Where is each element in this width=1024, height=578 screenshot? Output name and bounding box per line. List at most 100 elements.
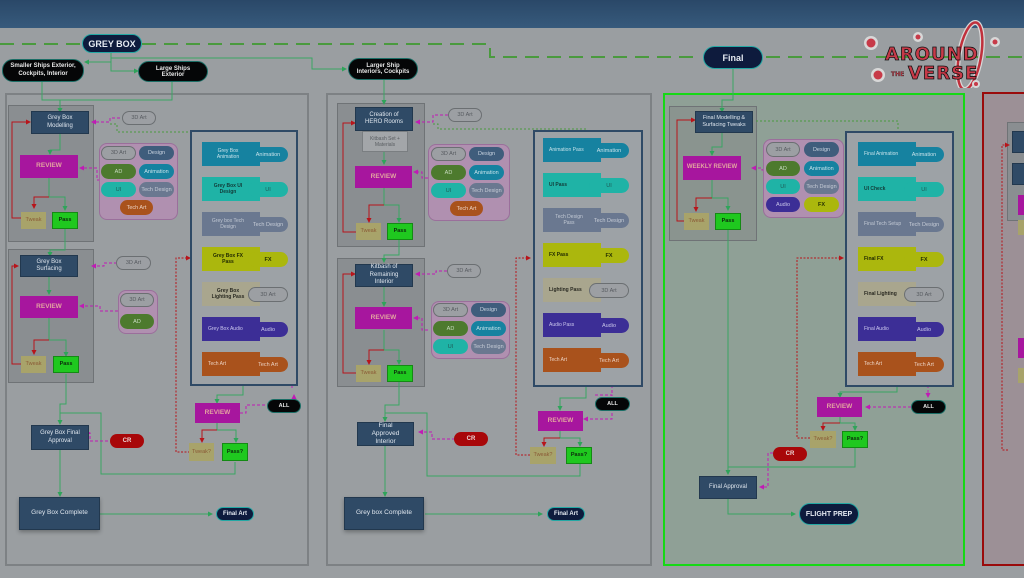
- final-approval-step[interactable]: Final Approval: [699, 476, 757, 499]
- final-art-node[interactable]: Final Art: [547, 507, 585, 521]
- pass-step[interactable]: Pass: [52, 212, 78, 229]
- reviewer-ad: AD: [433, 321, 468, 336]
- task-label: Grey Box Audio: [208, 325, 243, 332]
- next-stage-review[interactable]: [1018, 195, 1024, 215]
- tweak-question-step[interactable]: Tweak?: [810, 431, 836, 448]
- reviewer-tech-art: Tech Art: [120, 200, 153, 215]
- reviewer-design: Design: [469, 147, 504, 161]
- task-label: Final Audio: [864, 325, 889, 332]
- pass-step[interactable]: Pass: [715, 213, 741, 230]
- pass-step[interactable]: Pass: [387, 223, 413, 240]
- review-step[interactable]: REVIEW: [355, 166, 412, 188]
- greybox-complete-step[interactable]: Grey box Complete: [344, 497, 424, 530]
- reviewer-design: Design: [804, 142, 839, 157]
- reviewer-tech-design: Tech Design: [471, 339, 506, 354]
- tweak-step[interactable]: Tweak: [356, 223, 381, 240]
- pass-question-step[interactable]: Pass?: [222, 443, 248, 461]
- kitbash-set-materials-note: Kitbash Set + Materials: [362, 131, 408, 152]
- reviewer-3d-art: 3D Art: [101, 146, 136, 160]
- task-label: Grey box Tech Design: [211, 217, 245, 230]
- next-stage-step[interactable]: [1012, 131, 1024, 153]
- kitbash-remaining-step[interactable]: Kitbash of Remaining Interior: [355, 264, 413, 287]
- task-step[interactable]: Final FX: [858, 247, 916, 271]
- cr-node[interactable]: CR: [110, 434, 144, 448]
- reviewer-ui: UI: [433, 339, 468, 354]
- pass-step[interactable]: Pass: [53, 356, 79, 373]
- cr-node[interactable]: CR: [454, 432, 488, 446]
- task-owner-tag: FX: [904, 252, 944, 267]
- large-ships-track[interactable]: Large Ships Exterior: [138, 61, 208, 82]
- task-label: Grey Box Animation: [216, 147, 240, 160]
- all-reviewers-node[interactable]: ALL: [595, 397, 630, 411]
- reviewer-tech-design: Tech Design: [139, 182, 174, 197]
- reviewer-3d-art: 3D Art: [766, 142, 800, 157]
- task-owner-tag: Tech Design: [904, 217, 944, 232]
- tweak-question-step[interactable]: Tweak?: [189, 443, 214, 461]
- greybox-surfacing-step[interactable]: Grey Box Surfacing: [20, 255, 78, 277]
- reviewer-ui: UI: [431, 183, 466, 198]
- next-stage-review[interactable]: [1018, 338, 1024, 358]
- greybox-stage-node[interactable]: GREY BOX: [82, 34, 142, 53]
- reviewer-3d-art: 3D Art: [431, 147, 466, 161]
- reviewer-audio: Audio: [766, 197, 800, 212]
- greybox-final-approval-step[interactable]: Grey Box Final Approval: [31, 425, 89, 450]
- task-owner-tag: Tech Art: [589, 353, 629, 368]
- all-reviewers-node[interactable]: ALL: [911, 400, 946, 414]
- review-step[interactable]: REVIEW: [355, 307, 412, 329]
- owner-3d-art-tag: 3D Art: [116, 256, 151, 270]
- reviewer-ad: AD: [766, 161, 800, 176]
- reviewer-tech-design: Tech Design: [469, 183, 504, 198]
- reviewer-fx: FX: [804, 197, 839, 212]
- task-step[interactable]: Grey Box Animation: [202, 142, 260, 166]
- hero-rooms-step[interactable]: Creation of HERO Rooms: [355, 107, 413, 131]
- review-step[interactable]: REVIEW: [817, 397, 862, 417]
- review-step[interactable]: REVIEW: [20, 296, 78, 318]
- final-approved-interior-step[interactable]: Final Approved Interior: [357, 422, 414, 446]
- pass-step[interactable]: Pass: [387, 365, 413, 382]
- tweak-step[interactable]: Tweak: [356, 365, 381, 382]
- final-art-node[interactable]: Final Art: [216, 507, 254, 521]
- task-label: Audio Pass: [549, 321, 575, 328]
- logo-line-around: AROUND: [885, 44, 979, 65]
- task-step[interactable]: Tech Art: [202, 352, 260, 376]
- final-modelling-step[interactable]: Final Modelling & Surfacing Tweaks: [695, 111, 753, 133]
- task-label: Grey Box Lighting Pass: [211, 287, 245, 300]
- flight-prep-node[interactable]: FLIGHT PREP: [799, 503, 859, 525]
- task-owner-tag: FX: [589, 248, 629, 263]
- pass-question-step[interactable]: Pass?: [842, 431, 868, 448]
- task-label: Tech Art: [864, 360, 883, 367]
- tweak-step[interactable]: Tweak: [21, 356, 46, 373]
- task-label: Final Lighting: [864, 290, 897, 297]
- review-step[interactable]: REVIEW: [538, 411, 583, 431]
- owner-3d-art-tag: 3D Art: [122, 111, 156, 125]
- all-reviewers-node[interactable]: ALL: [267, 399, 301, 413]
- reviewer-tech-art: Tech Art: [450, 201, 483, 216]
- pass-question-step[interactable]: Pass?: [566, 447, 592, 464]
- smaller-ships-track[interactable]: Smaller Ships Exterior, Cockpits, Interi…: [2, 59, 84, 82]
- reviewer-animation: Animation: [471, 321, 506, 336]
- task-owner-tag: UI: [904, 182, 944, 197]
- review-step[interactable]: REVIEW: [20, 155, 78, 178]
- next-stage-tweak[interactable]: [1018, 368, 1024, 383]
- owner-3d-art-tag: 3D Art: [447, 264, 481, 278]
- task-owner-tag: Tech Art: [248, 357, 288, 372]
- greybox-modelling-step[interactable]: Grey Box Modelling: [31, 111, 89, 134]
- tweak-question-step[interactable]: Tweak?: [530, 447, 556, 464]
- greybox-complete-step[interactable]: Grey Box Complete: [19, 497, 100, 530]
- tweak-step[interactable]: Tweak: [684, 213, 709, 230]
- task-label: Final Animation: [864, 150, 899, 157]
- task-owner-tag: Animation: [904, 147, 944, 162]
- review-step[interactable]: REVIEW: [195, 403, 240, 423]
- task-step[interactable]: Final Animation: [858, 142, 916, 166]
- final-stage-node[interactable]: Final: [703, 46, 763, 69]
- cr-node[interactable]: CR: [773, 447, 807, 461]
- next-stage-tweak[interactable]: [1018, 220, 1024, 235]
- next-stage-step[interactable]: [1012, 163, 1024, 185]
- larger-ship-track[interactable]: Larger Ship Interiors, Cockpits: [348, 58, 418, 80]
- task-label: Animation Pass: [549, 146, 584, 153]
- tweak-step[interactable]: Tweak: [21, 212, 46, 229]
- reviewer-3d-art: 3D Art: [120, 293, 154, 307]
- reviewer-tech-design: Tech Design: [804, 179, 839, 194]
- weekly-review-step[interactable]: WEEKLY REVIEW: [683, 156, 741, 180]
- task-label: UI Pass: [549, 181, 568, 188]
